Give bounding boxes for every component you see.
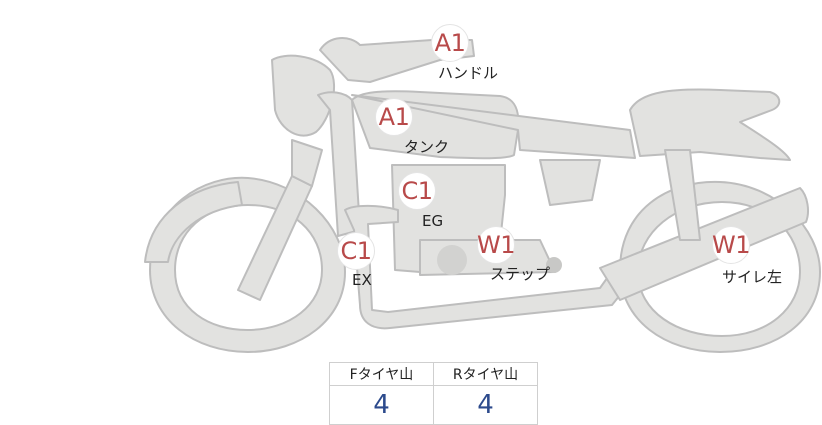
engine-cover <box>437 245 467 275</box>
engine-grade-marker: C1 <box>398 172 436 210</box>
exhaust-label: EX <box>352 271 372 289</box>
step-grade: W1 <box>477 231 516 259</box>
side-cover-label: サイレ左 <box>722 268 783 286</box>
side-cover <box>539 159 601 206</box>
rear-tread-header: Rタイヤ山 <box>433 362 538 386</box>
rear-frame <box>664 149 701 241</box>
step-peg <box>546 257 562 273</box>
tank-grade: A1 <box>378 103 410 131</box>
seat <box>629 88 791 161</box>
exhaust-grade-marker: C1 <box>337 232 375 270</box>
tank-label: タンク <box>404 138 450 156</box>
front-tread-header: Fタイヤ山 <box>329 362 434 386</box>
tire-tread-table: Fタイヤ山 Rタイヤ山 4 4 <box>329 362 538 425</box>
handle-label: ハンドル <box>438 64 499 82</box>
tank-grade-marker: A1 <box>375 98 413 136</box>
exhaust-grade: C1 <box>340 237 372 265</box>
engine-label: EG <box>422 212 444 230</box>
step-label: ステップ <box>490 265 551 283</box>
handle-grade: A1 <box>434 29 466 57</box>
muffler <box>599 187 809 301</box>
frame-top <box>351 94 636 159</box>
handle-grade-marker: A1 <box>431 24 469 62</box>
front-fork-upper <box>291 139 323 187</box>
step-grade-marker: W1 <box>477 226 516 264</box>
front-tread-value: 4 <box>329 385 434 425</box>
side-cover-grade: W1 <box>712 231 751 259</box>
front-fender <box>144 181 243 263</box>
side-cover-grade-marker: W1 <box>712 226 751 264</box>
rear-tread-value: 4 <box>433 385 538 425</box>
engine-grade: C1 <box>401 177 433 205</box>
